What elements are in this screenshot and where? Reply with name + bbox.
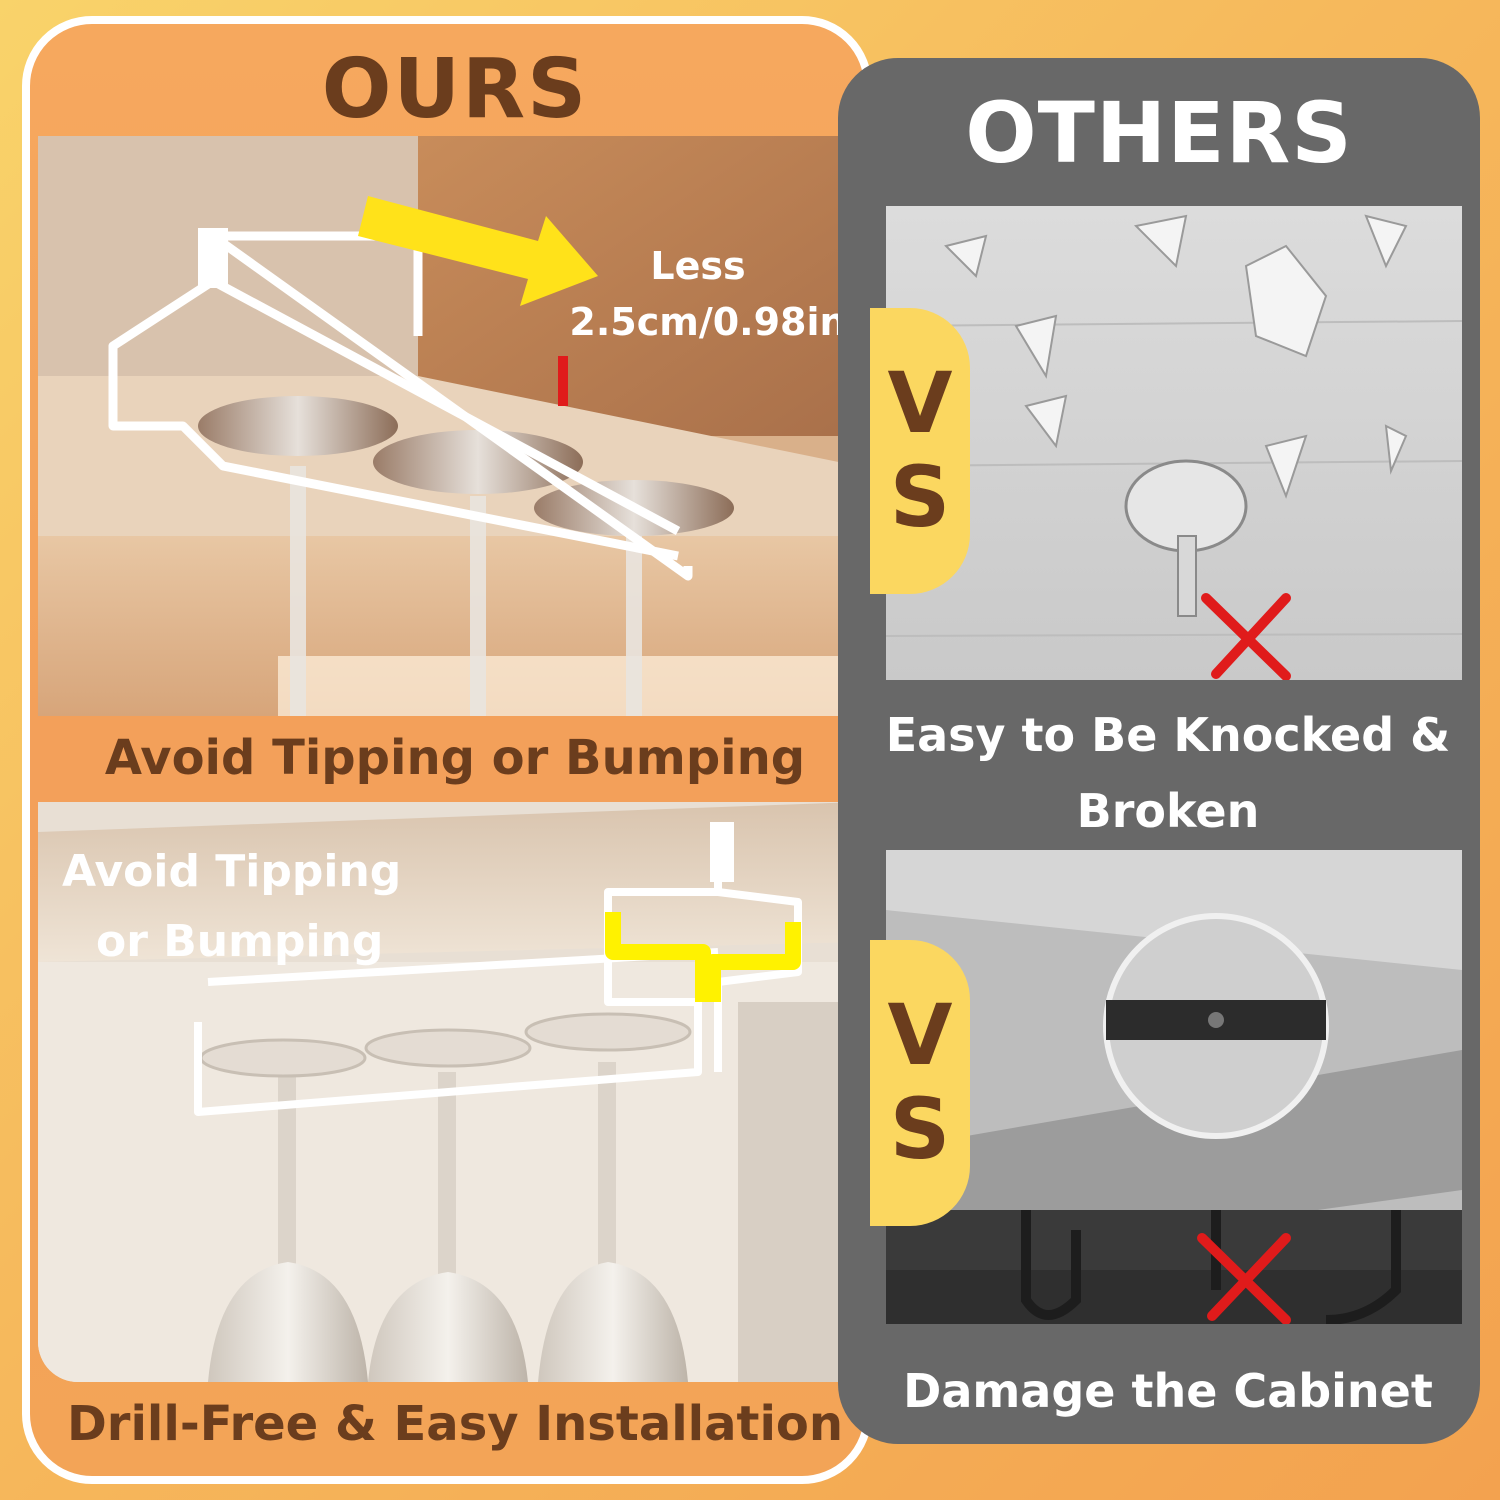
bottom-photo-label-line2: or Bumping xyxy=(96,916,384,967)
vs-s-bottom: S xyxy=(889,1080,951,1178)
others-bottom-photo xyxy=(886,850,1462,1324)
vs-v-top: V xyxy=(887,354,953,452)
top-photo-label-line1: Less xyxy=(650,244,746,288)
vs-tab-top: V S xyxy=(870,308,970,594)
ours-title: OURS xyxy=(321,42,589,137)
vs-v-bottom: V xyxy=(887,986,953,1084)
bottom-photo-label-line1: Avoid Tipping xyxy=(62,846,402,897)
others-panel: OTHERS xyxy=(838,58,1480,1444)
others-caption-1-line2: Broken xyxy=(1076,784,1260,838)
vs-s-top: S xyxy=(889,448,951,546)
ours-top-photo: Less 2.5cm/0.98in xyxy=(38,136,858,716)
ours-caption-1: Avoid Tipping or Bumping xyxy=(104,730,806,786)
vs-tab-bottom: V S xyxy=(870,940,970,1226)
others-caption-1-line1: Easy to Be Knocked & xyxy=(885,708,1451,762)
ours-caption-2: Drill-Free & Easy Installation xyxy=(66,1396,844,1452)
red-x-icon xyxy=(1201,593,1291,680)
ours-bottom-photo: Avoid Tipping or Bumping xyxy=(38,802,858,1382)
top-photo-label-line2: 2.5cm/0.98in xyxy=(569,300,847,344)
yellow-arrow-icon xyxy=(358,196,598,306)
others-caption-2: Damage the Cabinet xyxy=(903,1364,1433,1418)
ours-panel: OURS xyxy=(22,16,872,1484)
others-title: OTHERS xyxy=(965,84,1353,182)
others-top-photo xyxy=(886,206,1462,680)
